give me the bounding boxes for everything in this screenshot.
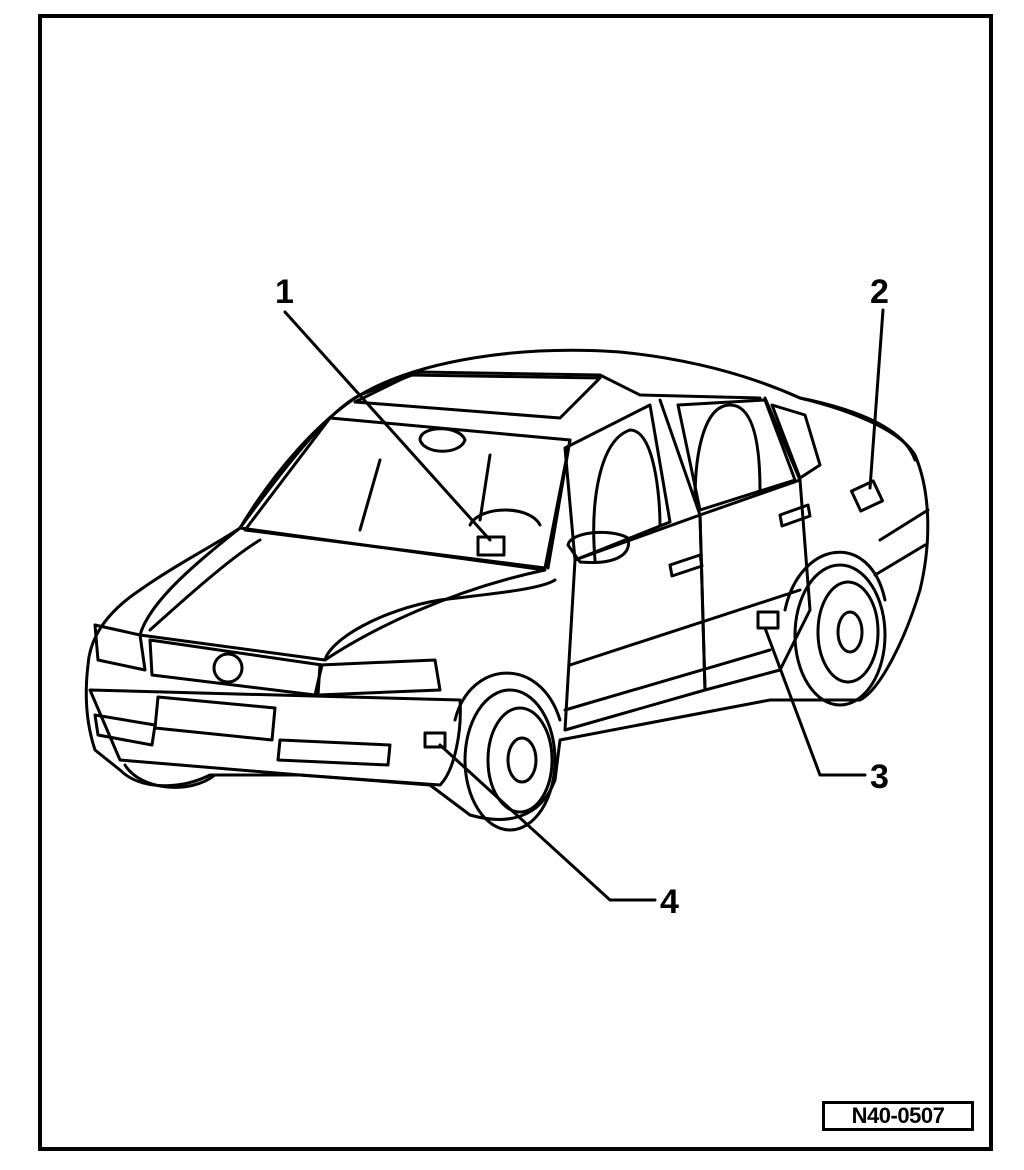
license-plate	[153, 695, 277, 742]
front-seat	[592, 428, 662, 562]
front-fender	[323, 578, 557, 662]
door-character-line	[568, 588, 802, 667]
left-front-tire	[123, 763, 217, 789]
door-handle-front	[668, 553, 704, 578]
sill-line	[563, 648, 772, 712]
front-tire	[463, 688, 557, 832]
callout-3: 3	[870, 758, 889, 796]
component-marker-2	[849, 479, 885, 513]
leader-line-2	[868, 308, 885, 490]
rear-seat	[693, 403, 762, 502]
rear-hub	[836, 610, 864, 654]
b-pillar	[658, 398, 702, 517]
front-door	[563, 513, 707, 732]
a-pillar	[546, 438, 572, 570]
component-marker-1	[476, 535, 506, 557]
hood	[138, 526, 547, 662]
rear-wheel-arch	[783, 550, 887, 612]
callout-1: 1	[275, 273, 294, 311]
callout-2: 2	[870, 273, 889, 311]
figure-id-label: N40-0507	[822, 1101, 974, 1131]
leader-line-4	[438, 743, 657, 902]
headlight-right	[316, 658, 442, 697]
sunroof	[353, 373, 602, 420]
rear-side-window	[676, 398, 797, 512]
diagram-frame	[38, 14, 993, 1151]
vw-emblem	[212, 652, 244, 684]
rear-bumper-line	[873, 543, 927, 577]
callout-4: 4	[660, 883, 679, 921]
rear-tire	[793, 563, 887, 707]
rear-bumper-line	[878, 508, 930, 542]
interior-line	[358, 458, 382, 532]
headrest	[418, 427, 467, 453]
lower-grille	[93, 713, 157, 747]
leader-line-1	[283, 310, 492, 542]
component-marker-3	[756, 610, 780, 630]
quarter-window	[770, 403, 822, 480]
front-wheel-arch	[453, 671, 562, 722]
hood-crease	[148, 538, 262, 632]
front-hub	[506, 736, 538, 784]
fog-light	[423, 731, 447, 749]
roof-line	[238, 370, 762, 530]
rear-rim	[816, 580, 880, 684]
leader-line-3	[763, 626, 867, 777]
headlight-left	[93, 623, 147, 672]
bumper	[88, 688, 462, 787]
door-handle-rear	[778, 503, 812, 528]
steering-wheel	[468, 508, 542, 527]
interior-line	[478, 453, 492, 522]
lower-grille	[276, 738, 392, 767]
windshield	[243, 416, 572, 570]
c-pillar	[763, 396, 802, 482]
side-mirror	[566, 530, 631, 565]
front-side-window	[563, 403, 672, 562]
front-rim	[486, 706, 554, 814]
car-body-outline	[84, 348, 930, 821]
